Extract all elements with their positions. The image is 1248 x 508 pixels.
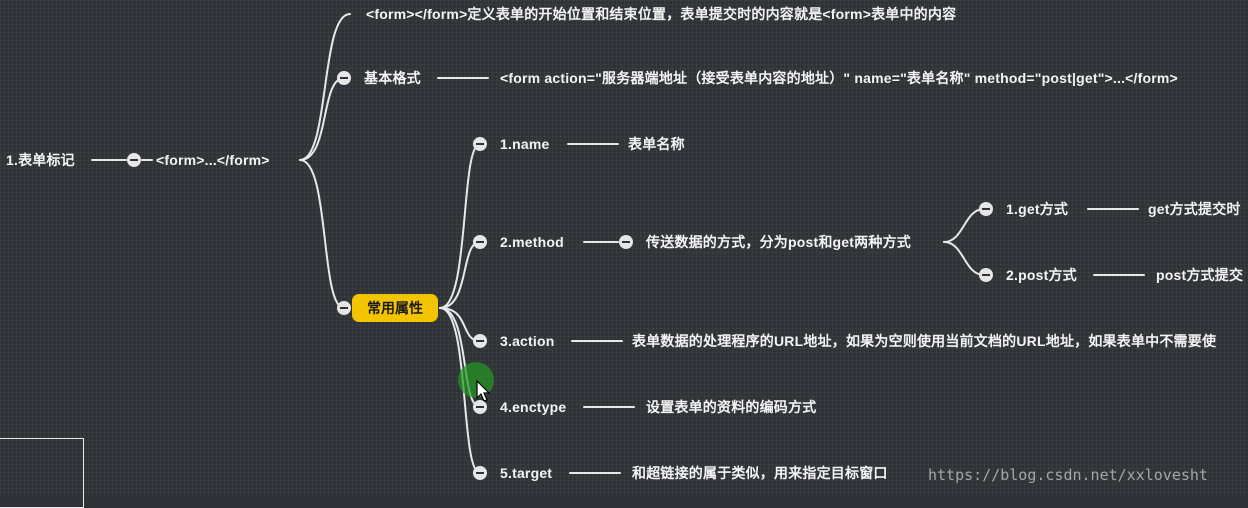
get-collapse-dot[interactable] bbox=[979, 202, 993, 216]
watermark: https://blog.csdn.net/xxlovesht bbox=[928, 466, 1208, 484]
root-collapse-dot[interactable] bbox=[127, 153, 141, 167]
name-collapse-dot[interactable] bbox=[473, 137, 487, 151]
basic-format-node[interactable]: 基本格式 bbox=[364, 70, 421, 86]
common-attributes-node[interactable]: 常用属性 bbox=[352, 294, 438, 322]
target-desc[interactable]: 和超链接的属于类似，用来指定目标窗口 bbox=[632, 465, 888, 481]
action-node[interactable]: 3.action bbox=[500, 333, 555, 349]
basic-format-collapse-dot[interactable] bbox=[337, 71, 351, 85]
overlay-frame bbox=[0, 438, 84, 508]
name-node[interactable]: 1.name bbox=[500, 136, 550, 152]
target-node[interactable]: 5.target bbox=[500, 465, 553, 481]
form-tag-node[interactable]: <form>...</form> bbox=[156, 152, 270, 168]
post-desc[interactable]: post方式提交 bbox=[1156, 267, 1244, 283]
method-node[interactable]: 2.method bbox=[500, 234, 564, 250]
get-node[interactable]: 1.get方式 bbox=[1006, 201, 1069, 217]
root-node[interactable]: 1.表单标记 bbox=[6, 152, 75, 168]
enctype-desc[interactable]: 设置表单的资料的编码方式 bbox=[646, 399, 817, 415]
action-collapse-dot[interactable] bbox=[473, 334, 487, 348]
method-desc-collapse-dot[interactable] bbox=[619, 235, 633, 249]
definition-node[interactable]: <form></form>定义表单的开始位置和结束位置，表单提交时的内容就是<f… bbox=[366, 6, 957, 22]
target-collapse-dot[interactable] bbox=[473, 466, 487, 480]
enctype-collapse-dot[interactable] bbox=[473, 400, 487, 414]
action-desc[interactable]: 表单数据的处理程序的URL地址，如果为空则使用当前文档的URL地址，如果表单中不… bbox=[632, 333, 1217, 349]
method-desc[interactable]: 传送数据的方式，分为post和get两种方式 bbox=[646, 234, 911, 250]
get-desc[interactable]: get方式提交时 bbox=[1148, 201, 1241, 217]
method-collapse-dot[interactable] bbox=[473, 235, 487, 249]
enctype-node[interactable]: 4.enctype bbox=[500, 399, 567, 415]
mouse-pointer-icon bbox=[476, 380, 491, 402]
post-node[interactable]: 2.post方式 bbox=[1006, 267, 1077, 283]
post-collapse-dot[interactable] bbox=[979, 268, 993, 282]
name-desc[interactable]: 表单名称 bbox=[628, 136, 685, 152]
basic-format-text[interactable]: <form action="服务器端地址（接受表单内容的地址）" name="表… bbox=[500, 70, 1178, 86]
common-attributes-collapse-dot[interactable] bbox=[337, 301, 351, 315]
